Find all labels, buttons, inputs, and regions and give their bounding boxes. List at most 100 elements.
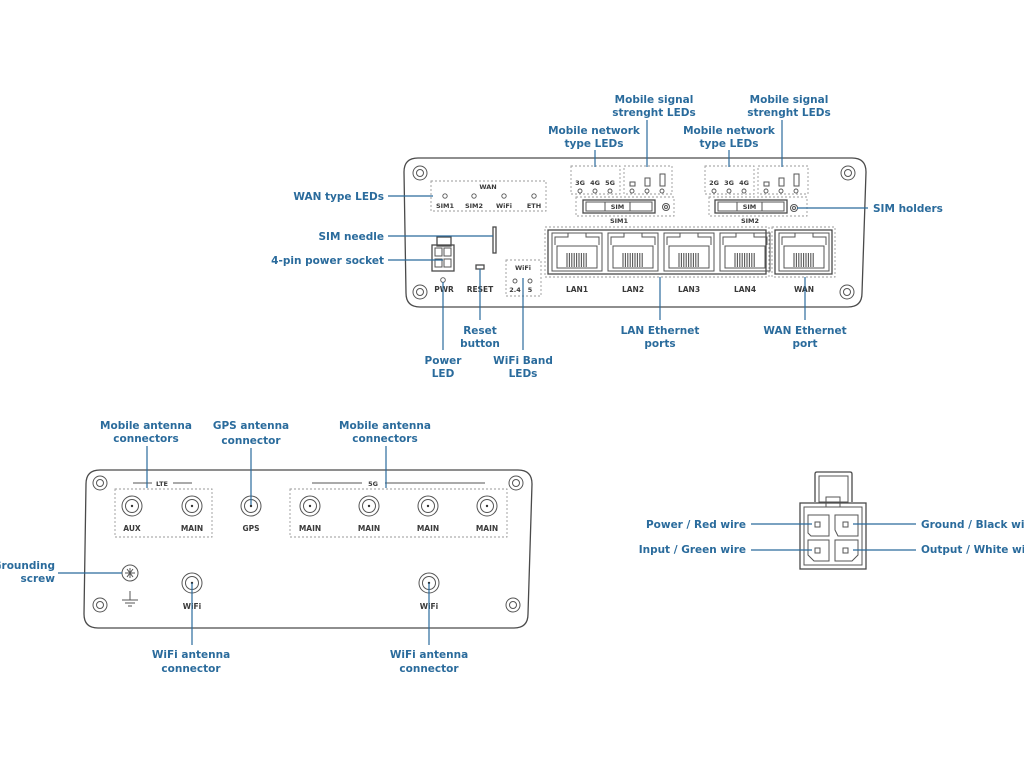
pin-power xyxy=(807,514,830,537)
network-led xyxy=(741,188,747,194)
sim2-signal-strength-leds xyxy=(757,165,809,195)
sim-eject-hole-icon[interactable] xyxy=(790,204,798,212)
ethernet-port-lan1[interactable] xyxy=(551,232,603,272)
mount-screw-icon xyxy=(840,165,856,181)
callout-signal-leds-2-line2: strenght LEDs xyxy=(747,107,831,119)
callout-gps-antenna-line2: connector xyxy=(221,435,281,447)
network-led xyxy=(577,188,583,194)
callout-5g-antenna-line1: Mobile antenna xyxy=(339,420,431,432)
wan-led-label: WiFi xyxy=(496,202,512,210)
mount-screw-icon xyxy=(412,284,428,300)
sim2-holder[interactable]: SIM SIM2 xyxy=(708,196,808,225)
fiveg-group-title: 5G xyxy=(368,480,378,488)
front-panel-callouts: WAN type LEDs SIM needle 4-pin power soc… xyxy=(271,94,943,380)
callout-lte-antenna-line2: connectors xyxy=(113,433,178,445)
ethernet-port-lan4[interactable] xyxy=(719,232,771,272)
mount-screw-icon xyxy=(92,475,108,491)
lte-group-title: LTE xyxy=(156,480,168,488)
ethernet-port-wan[interactable] xyxy=(778,232,830,272)
callout-pin-power: Power / Red wire xyxy=(646,519,746,531)
5g-main-connector[interactable] xyxy=(417,495,439,517)
lte-aux-connector[interactable] xyxy=(121,495,143,517)
signal-led xyxy=(778,188,784,194)
callout-reset-button-line2: button xyxy=(460,338,500,350)
network-led-label: 4G xyxy=(590,179,600,187)
front-panel: WAN SIM1 SIM2 WiFi ETH 3G 4G 5G xyxy=(403,157,867,308)
power-connector-detail xyxy=(799,471,867,570)
5g-main-connector[interactable] xyxy=(358,495,380,517)
grounding-screw-icon[interactable] xyxy=(121,564,139,582)
connector-label: GPS xyxy=(242,524,259,533)
callout-sim-needle: SIM needle xyxy=(318,231,384,243)
5g-main-connector[interactable] xyxy=(476,495,498,517)
front-panel-body xyxy=(403,157,867,308)
power-connector-callouts: Power / Red wire Input / Green wire Grou… xyxy=(639,519,1024,556)
network-led xyxy=(592,188,598,194)
sim1-holder[interactable]: SIM SIM1 xyxy=(575,196,675,225)
5g-main-connector[interactable] xyxy=(299,495,321,517)
network-led-label: 2G xyxy=(709,179,719,187)
mount-screw-icon xyxy=(412,165,428,181)
signal-led xyxy=(763,188,769,194)
mount-screw-icon xyxy=(92,597,108,613)
mount-screw-icon xyxy=(508,475,524,491)
fiveg-connector-group xyxy=(289,488,508,538)
network-led xyxy=(726,188,732,194)
callout-wifi-band-leds-line2: LEDs xyxy=(509,368,538,380)
callout-wan-port-line2: port xyxy=(793,338,818,350)
sim-slot-label: SIM1 xyxy=(610,217,629,225)
ethernet-port-lan3[interactable] xyxy=(663,232,715,272)
wan-led-label: SIM1 xyxy=(436,202,455,210)
ethernet-port-label: LAN4 xyxy=(734,285,756,294)
callout-grounding-screw-line2: screw xyxy=(21,573,56,585)
callout-network-type-leds-1-line1: Mobile network xyxy=(548,125,641,137)
back-panel-body xyxy=(83,469,533,629)
signal-bar-low-icon xyxy=(629,181,636,187)
callout-power-led-line1: Power xyxy=(425,355,463,367)
sim-tray-label: SIM xyxy=(611,203,625,211)
pin-ground xyxy=(834,514,859,537)
callout-lte-antenna-line1: Mobile antenna xyxy=(100,420,192,432)
lte-main-connector[interactable] xyxy=(181,495,203,517)
callout-reset-button-line1: Reset xyxy=(463,325,497,337)
sim1-signal-strength-leds xyxy=(623,165,673,195)
power-socket[interactable] xyxy=(431,236,455,272)
power-label: PWR xyxy=(434,285,454,294)
network-led xyxy=(607,188,613,194)
signal-bar-high-icon xyxy=(659,173,666,187)
connector-label: MAIN xyxy=(358,524,380,533)
callout-wifi-band-leds-line1: WiFi Band xyxy=(493,355,553,367)
callout-signal-leds-1-line2: strenght LEDs xyxy=(612,107,696,119)
callout-wifi-antenna-2-line2: connector xyxy=(399,663,459,675)
reset-button[interactable] xyxy=(475,264,485,270)
callout-gps-antenna-line1: GPS antenna xyxy=(213,420,289,432)
callout-wifi-antenna-2-line1: WiFi antenna xyxy=(390,649,468,661)
wifi-group-title: WiFi xyxy=(515,264,531,272)
callout-pin-output: Output / White wire xyxy=(921,544,1024,556)
ethernet-port-label: LAN3 xyxy=(678,285,700,294)
sim-eject-hole-icon[interactable] xyxy=(662,203,670,211)
wan-led-label: SIM2 xyxy=(465,202,483,210)
callout-wifi-antenna-1-line2: connector xyxy=(161,663,221,675)
callout-wan-type-leds: WAN type LEDs xyxy=(293,191,384,203)
sim2-network-type-leds: 2G 3G 4G xyxy=(704,165,755,195)
sim-needle[interactable] xyxy=(492,226,497,254)
callout-power-led-line2: LED xyxy=(432,368,455,380)
signal-led xyxy=(629,188,635,194)
lte-connector-group xyxy=(114,488,213,538)
network-led-label: 4G xyxy=(739,179,749,187)
callout-pin-input: Input / Green wire xyxy=(639,544,746,556)
ethernet-port-lan2[interactable] xyxy=(607,232,659,272)
wan-led-sim1 xyxy=(442,193,448,199)
callout-signal-leds-1-line1: Mobile signal xyxy=(615,94,694,106)
connector-label: MAIN xyxy=(181,524,203,533)
pin-output xyxy=(834,539,859,562)
wan-type-led-group: WAN SIM1 SIM2 WiFi ETH xyxy=(430,180,547,212)
ethernet-port-label: WAN xyxy=(794,285,814,294)
wifi-band-label: 2.4 xyxy=(509,286,521,294)
network-led xyxy=(711,188,717,194)
wifi-band-label: 5 xyxy=(528,286,533,294)
